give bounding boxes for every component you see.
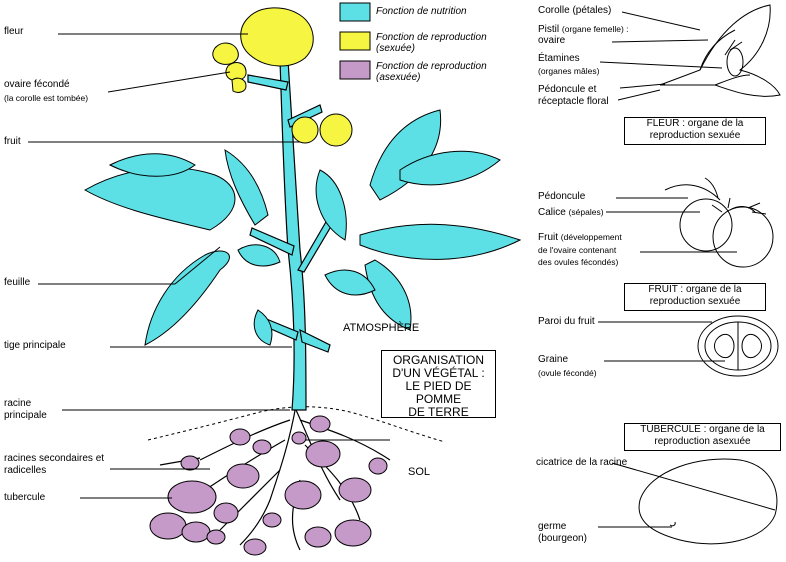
title-line-4: DE TERRE xyxy=(408,405,469,419)
label-pistil: Pistil (organe femelle) : xyxy=(538,23,629,36)
diagram-title-box: ORGANISATION D'UN VÉGÉTAL : LE PIED DE P… xyxy=(381,350,496,419)
title-line-3: LE PIED DE POMME xyxy=(405,379,472,406)
label-racine-1: racine xyxy=(4,398,32,409)
label-fruit-desc-3: des ovules fécondés) xyxy=(538,257,619,267)
label-pistil-main: Pistil xyxy=(538,24,560,35)
label-fruit-desc-2: de l'ovaire contenant xyxy=(538,245,617,255)
fruit-box-line-2: reproduction sexuée xyxy=(649,296,741,307)
label-corolle: Corolle (pétales) xyxy=(538,5,612,16)
label-pistil-sub: (organe femelle) : xyxy=(561,24,629,34)
tubercules xyxy=(149,415,388,556)
title-line-1: ORGANISATION xyxy=(392,353,485,367)
fruit-organ-box: FRUIT : organe de la reproduction sexuée xyxy=(624,283,766,311)
tuber-box-line-2: reproduction asexuée xyxy=(654,436,751,447)
flower-box-line-1: FLEUR : organe de la xyxy=(646,118,744,129)
leader-lines-left xyxy=(28,33,300,499)
label-germe-1: germe xyxy=(538,521,567,532)
label-paroi: Paroi du fruit xyxy=(538,316,595,327)
label-germe-2: (bourgeon) xyxy=(538,533,587,544)
tuber-box-line-1: TUBERCULE : organe de la xyxy=(640,424,765,435)
label-tige: tige principale xyxy=(4,340,66,351)
label-tubercule: tubercule xyxy=(4,492,46,503)
label-calice-main: Calice xyxy=(538,207,566,218)
label-etamines: Étamines xyxy=(538,53,580,64)
legend-swatch-nutrition xyxy=(339,2,371,22)
tuber-organ-box: TUBERCULE : organe de la reproduction as… xyxy=(624,423,781,451)
label-fruit-desc-1: Fruit (développement xyxy=(538,231,622,244)
flower-box-line-2: reproduction sexuée xyxy=(649,130,741,141)
fruit-section-drawing xyxy=(606,177,774,268)
legend-label-sexual-2: (sexuée) xyxy=(376,43,415,54)
stem xyxy=(247,59,337,411)
legend-swatch-asexual xyxy=(339,60,371,80)
flowers xyxy=(212,7,353,147)
flower-organ-box: FLEUR : organe de la reproduction sexuée xyxy=(624,117,766,145)
label-pedoncule-flower-2: réceptacle floral xyxy=(538,96,609,107)
legend-swatch-sexual xyxy=(339,31,371,51)
label-graine: Graine xyxy=(538,354,569,365)
label-fruit-main: Fruit xyxy=(538,232,558,243)
label-atmosphere: ATMOSPHÈRE xyxy=(343,322,420,334)
label-fruit: fruit xyxy=(4,136,21,147)
label-pedoncule-flower-1: Pédoncule et xyxy=(538,84,597,95)
label-etamines-sub: (organes mâles) xyxy=(538,66,600,76)
label-graine-sub: (ovule fécondé) xyxy=(538,368,597,378)
legend-label-nutrition: Fonction de nutrition xyxy=(376,6,467,17)
label-racines-sec-1: racines secondaires et xyxy=(4,453,105,464)
label-ovaire-flower: ovaire xyxy=(538,35,566,46)
flower-section-drawing xyxy=(599,4,781,101)
tuber-section-drawing xyxy=(598,458,778,545)
fruit-cross-section xyxy=(598,315,779,377)
fruit-box-line-1: FRUIT : organe de la xyxy=(648,284,742,295)
title-line-2: D'UN VÉGÉTAL : xyxy=(392,366,485,380)
legend-label-asexual-2: (asexuée) xyxy=(376,72,421,83)
label-fruit-sub: (développement xyxy=(560,232,622,242)
leaves xyxy=(83,109,522,346)
label-sol: SOL xyxy=(408,466,431,478)
label-calice-sub: (sépales) xyxy=(568,207,604,217)
label-feuille: feuille xyxy=(4,277,31,288)
label-pedoncule-fruit: Pédoncule xyxy=(538,191,586,202)
label-calice: Calice (sépales) xyxy=(538,206,604,219)
label-fleur: fleur xyxy=(4,26,24,37)
legend-label-sexual-1: Fonction de reproduction xyxy=(376,32,487,43)
label-ovaire-note: (la corolle est tombée) xyxy=(4,93,89,103)
label-ovaire: ovaire fécondé xyxy=(4,79,70,90)
label-racine-2: principale xyxy=(4,410,47,421)
label-cicatrice: cicatrice de la racine xyxy=(536,457,628,468)
label-racines-sec-2: radicelles xyxy=(4,465,47,476)
legend-label-asexual-1: Fonction de reproduction xyxy=(376,61,487,72)
